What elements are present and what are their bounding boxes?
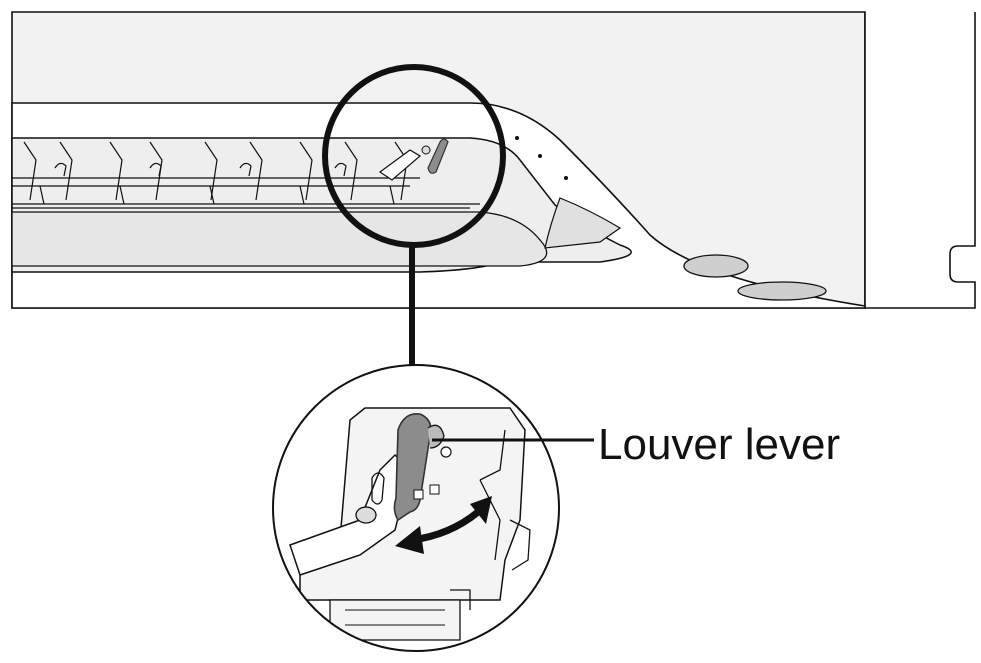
mount-hole-right — [737, 281, 827, 301]
callout-label: Louver lever — [598, 420, 840, 469]
magnifier-ring — [322, 64, 506, 248]
mount-hole-left — [683, 254, 749, 278]
end-cap-vent — [544, 197, 622, 249]
zoom-circle-outline — [272, 364, 560, 652]
zoom-detail — [273, 365, 559, 651]
small-lever — [378, 138, 449, 181]
unit-side-panel — [864, 12, 976, 309]
vertical-vanes — [12, 141, 480, 209]
indoor-unit — [11, 11, 976, 309]
louver-blade — [11, 211, 548, 267]
louver-lever — [393, 413, 432, 522]
pivot-screw — [355, 506, 377, 524]
swing-arrow-icon — [395, 496, 492, 554]
screw-dots — [515, 136, 568, 180]
